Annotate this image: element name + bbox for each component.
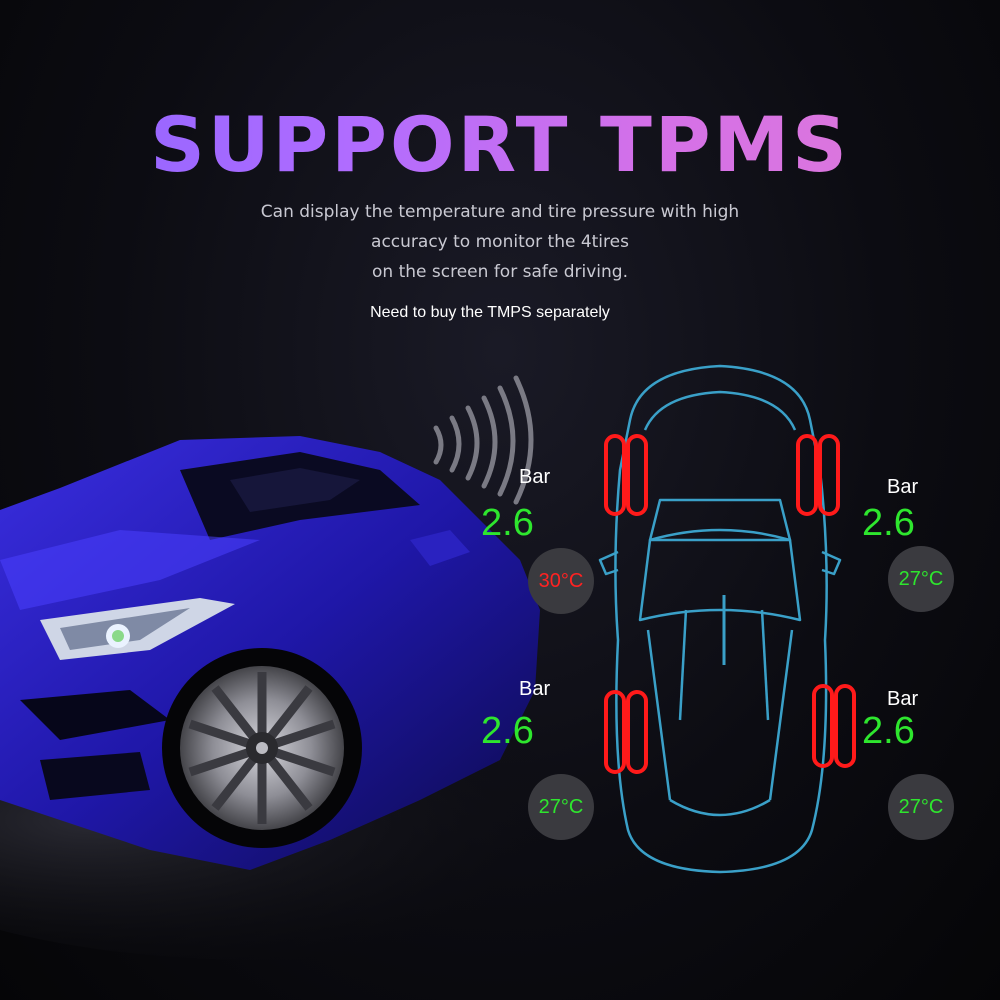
rear-left-temperature-badge: 27°C [528,774,594,840]
tire-highlight-front-right [796,434,840,516]
rear-right-temperature: 27°C [898,795,944,818]
subtitle-line-2: accuracy to monitor the 4tires [371,232,629,252]
rear-left-unit-label: Bar [519,678,551,700]
tire-highlight-rear-left [604,690,648,774]
front-left-pressure: 2.6 [481,502,534,544]
rear-left-pressure: 2.6 [481,710,534,752]
front-left-temperature-badge: 30°C [528,548,594,614]
front-right-unit-label: Bar [887,476,919,498]
car-outline-top-view [598,364,842,874]
subtitle-line-1: Can display the temperature and tire pre… [260,202,740,222]
front-right-temperature: 27°C [898,567,944,590]
page-title: SUPPORT TPMS [0,100,1000,189]
tire-highlight-rear-right [812,684,856,768]
front-right-temperature-badge: 27°C [888,546,954,612]
sports-car-image [0,436,540,870]
rear-right-temperature-badge: 27°C [888,774,954,840]
front-right-pressure: 2.6 [862,502,915,544]
rear-right-pressure: 2.6 [862,710,915,752]
tire-highlight-front-left [604,434,648,516]
front-left-temperature: 30°C [538,569,584,592]
rear-left-temperature: 27°C [538,795,584,818]
front-left-unit-label: Bar [519,466,551,488]
signal-waves-icon [433,375,534,505]
rear-right-unit-label: Bar [887,688,919,710]
purchase-note: Need to buy the TMPS separately [370,304,610,321]
subtitle-line-3: on the screen for safe driving. [372,262,628,282]
